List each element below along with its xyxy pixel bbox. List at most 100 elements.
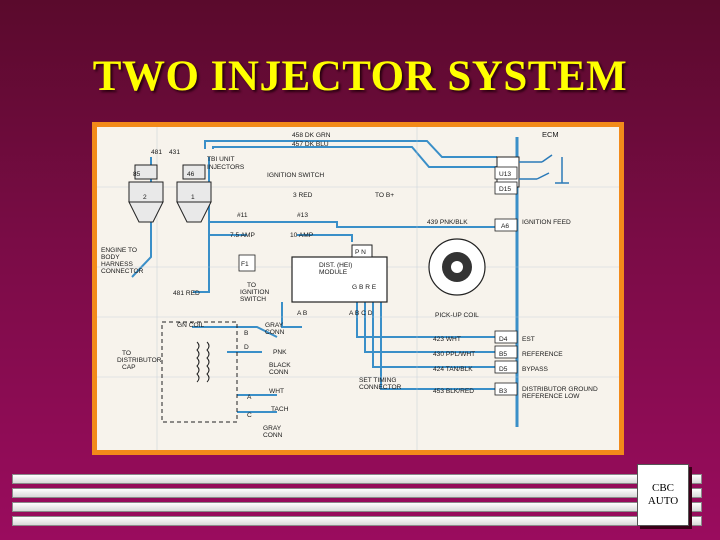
logo-line-2: AUTO xyxy=(647,495,679,507)
to-ign-label-1: TO xyxy=(247,282,256,289)
pin-b3-label: B3 xyxy=(499,388,507,395)
wire-group-blue xyxy=(131,140,497,413)
fuse11-label: #11 xyxy=(237,212,248,219)
f1-label: F1 xyxy=(241,261,249,268)
bypass-label: BYPASS xyxy=(522,366,549,373)
pn-label: P N xyxy=(355,249,366,256)
wire-bypass xyxy=(372,302,497,368)
ignition-coil-box xyxy=(161,321,238,423)
diagram-frame: ECM 458 DK GRN 457 DK BLU 481 431 TBI UN… xyxy=(92,122,624,455)
dist-gnd-label-2: REFERENCE LOW xyxy=(522,393,580,400)
engine-label-2: BODY xyxy=(101,254,120,261)
pin-c-label: C xyxy=(247,412,252,419)
dist-label-1: DIST. (HEI) xyxy=(319,262,352,269)
pin-d4-label: D4 xyxy=(499,336,508,343)
black-conn-label-1: BLACK xyxy=(269,362,291,369)
footer-bars xyxy=(0,470,720,540)
pin-d-label: D xyxy=(244,344,249,351)
gray-conn-label-2: CONN xyxy=(265,329,285,336)
wire-dist-ground xyxy=(380,302,497,390)
wire-481-label: 481 xyxy=(151,149,162,156)
est-label: EST xyxy=(522,336,535,343)
gn-coil-label: GN COIL xyxy=(177,322,204,329)
to-dist-label-1: TO xyxy=(122,350,131,357)
dist-label-2: MODULE xyxy=(319,269,348,276)
engine-label-4: CONNECTOR xyxy=(101,268,144,275)
dist-gnd-label-1: DISTRIBUTOR GROUND xyxy=(522,386,598,393)
red3-label: 3 RED xyxy=(293,192,313,199)
ecm-label: ECM xyxy=(542,130,559,139)
wire-est xyxy=(356,302,497,338)
gray-conn-label-4: CONN xyxy=(263,432,283,439)
pnk439-label: 439 PNK/BLK xyxy=(427,219,468,226)
logo-line-1: CBC xyxy=(651,482,674,494)
pickup-center-icon xyxy=(451,261,463,273)
pickup-label: PICK-UP COIL xyxy=(435,312,479,319)
wire-reference xyxy=(364,302,497,353)
gbre-label: G B R E xyxy=(352,284,377,291)
to-ign-label-2: IGNITION xyxy=(240,289,270,296)
wire-457-label: 457 DK BLU xyxy=(292,141,329,148)
footer-bar-4 xyxy=(12,516,702,526)
footer-bar-1 xyxy=(12,474,702,484)
tan424-label: 424 TAN/BLK xyxy=(433,366,473,373)
coil-winding-icon xyxy=(196,341,210,383)
pin-b-label: B xyxy=(244,330,249,337)
to-dist-label-2: DISTRIBUTOR xyxy=(117,357,162,364)
tob-label: TO B+ xyxy=(375,192,394,199)
ign-feed-label: IGNITION FEED xyxy=(522,219,571,226)
wire-457 xyxy=(212,146,497,168)
wht-label: WHT xyxy=(269,388,284,395)
ppl430-label: 430 PPL/WHT xyxy=(433,351,475,358)
pin-u13-label: U13 xyxy=(499,171,511,178)
pin-46-label: 46 xyxy=(187,171,195,178)
ab-label: A B xyxy=(297,310,308,317)
wire-431-label: 431 xyxy=(169,149,180,156)
pin-boxes xyxy=(238,166,518,396)
tbi-label: TBI UNIT xyxy=(207,156,234,163)
wht423-label: 423 WHT xyxy=(433,336,461,343)
blk453-label: 453 BLK/RED xyxy=(433,388,474,395)
page-title: TWO INJECTOR SYSTEM xyxy=(92,53,628,100)
gray-conn-label-3: GRAY xyxy=(263,425,282,432)
injectors-label: INJECTORS xyxy=(207,164,245,171)
module-pn-connector xyxy=(351,244,373,258)
pin-85-label: 85 xyxy=(133,171,141,178)
pin-d15-label: D15 xyxy=(499,186,511,193)
wire-fuse-13 xyxy=(297,234,353,242)
ign-switch-label: IGNITION SWITCH xyxy=(267,172,324,179)
tach-label: TACH xyxy=(271,406,289,413)
reference-label: REFERENCE xyxy=(522,351,563,358)
to-dist-label-3: CAP xyxy=(122,364,136,371)
pin-a6-label: A6 xyxy=(501,223,509,230)
ecm-driver-icon xyxy=(519,154,569,184)
wiring-diagram: ECM 458 DK GRN 457 DK BLU 481 431 TBI UN… xyxy=(97,127,619,450)
wire-458-label: 458 DK GRN xyxy=(292,132,331,139)
injector-right-icon xyxy=(176,164,212,223)
engine-label-1: ENGINE TO xyxy=(101,247,137,254)
to-ign-label-3: SWITCH xyxy=(240,296,266,303)
wire-module-coil xyxy=(281,302,302,328)
black-conn-label-2: CONN xyxy=(269,369,289,376)
amp10-label: 10 AMP xyxy=(290,232,314,239)
engine-label-3: HARNESS xyxy=(101,261,133,268)
wiring-diagram-svg: ECM 458 DK GRN 457 DK BLU 481 431 TBI UN… xyxy=(97,127,619,450)
pin-b5-label: B5 xyxy=(499,351,507,358)
fuse13-label: #13 xyxy=(297,212,308,219)
wire-458 xyxy=(204,140,497,158)
pin-2-label: 2 xyxy=(143,194,147,201)
amp75-label: 7.5 AMP xyxy=(230,232,256,239)
set-timing-label-1: SET TIMING xyxy=(359,377,397,384)
set-timing-label-2: CONNECTOR xyxy=(359,384,402,391)
hei-module-icon xyxy=(291,256,388,303)
injector-left-icon xyxy=(128,164,164,223)
footer-bar-3 xyxy=(12,502,702,512)
gray-conn-label-1: GRAY xyxy=(265,322,284,329)
pnk-label: PNK xyxy=(273,349,287,356)
abcd-label: A B C D xyxy=(349,310,373,317)
footer-bar-2 xyxy=(12,488,702,498)
pin-d5-label: D5 xyxy=(499,366,508,373)
pin-1-label: 1 xyxy=(191,194,195,201)
red481-label: 481 RED xyxy=(173,290,200,297)
wire-481-red xyxy=(193,257,210,293)
